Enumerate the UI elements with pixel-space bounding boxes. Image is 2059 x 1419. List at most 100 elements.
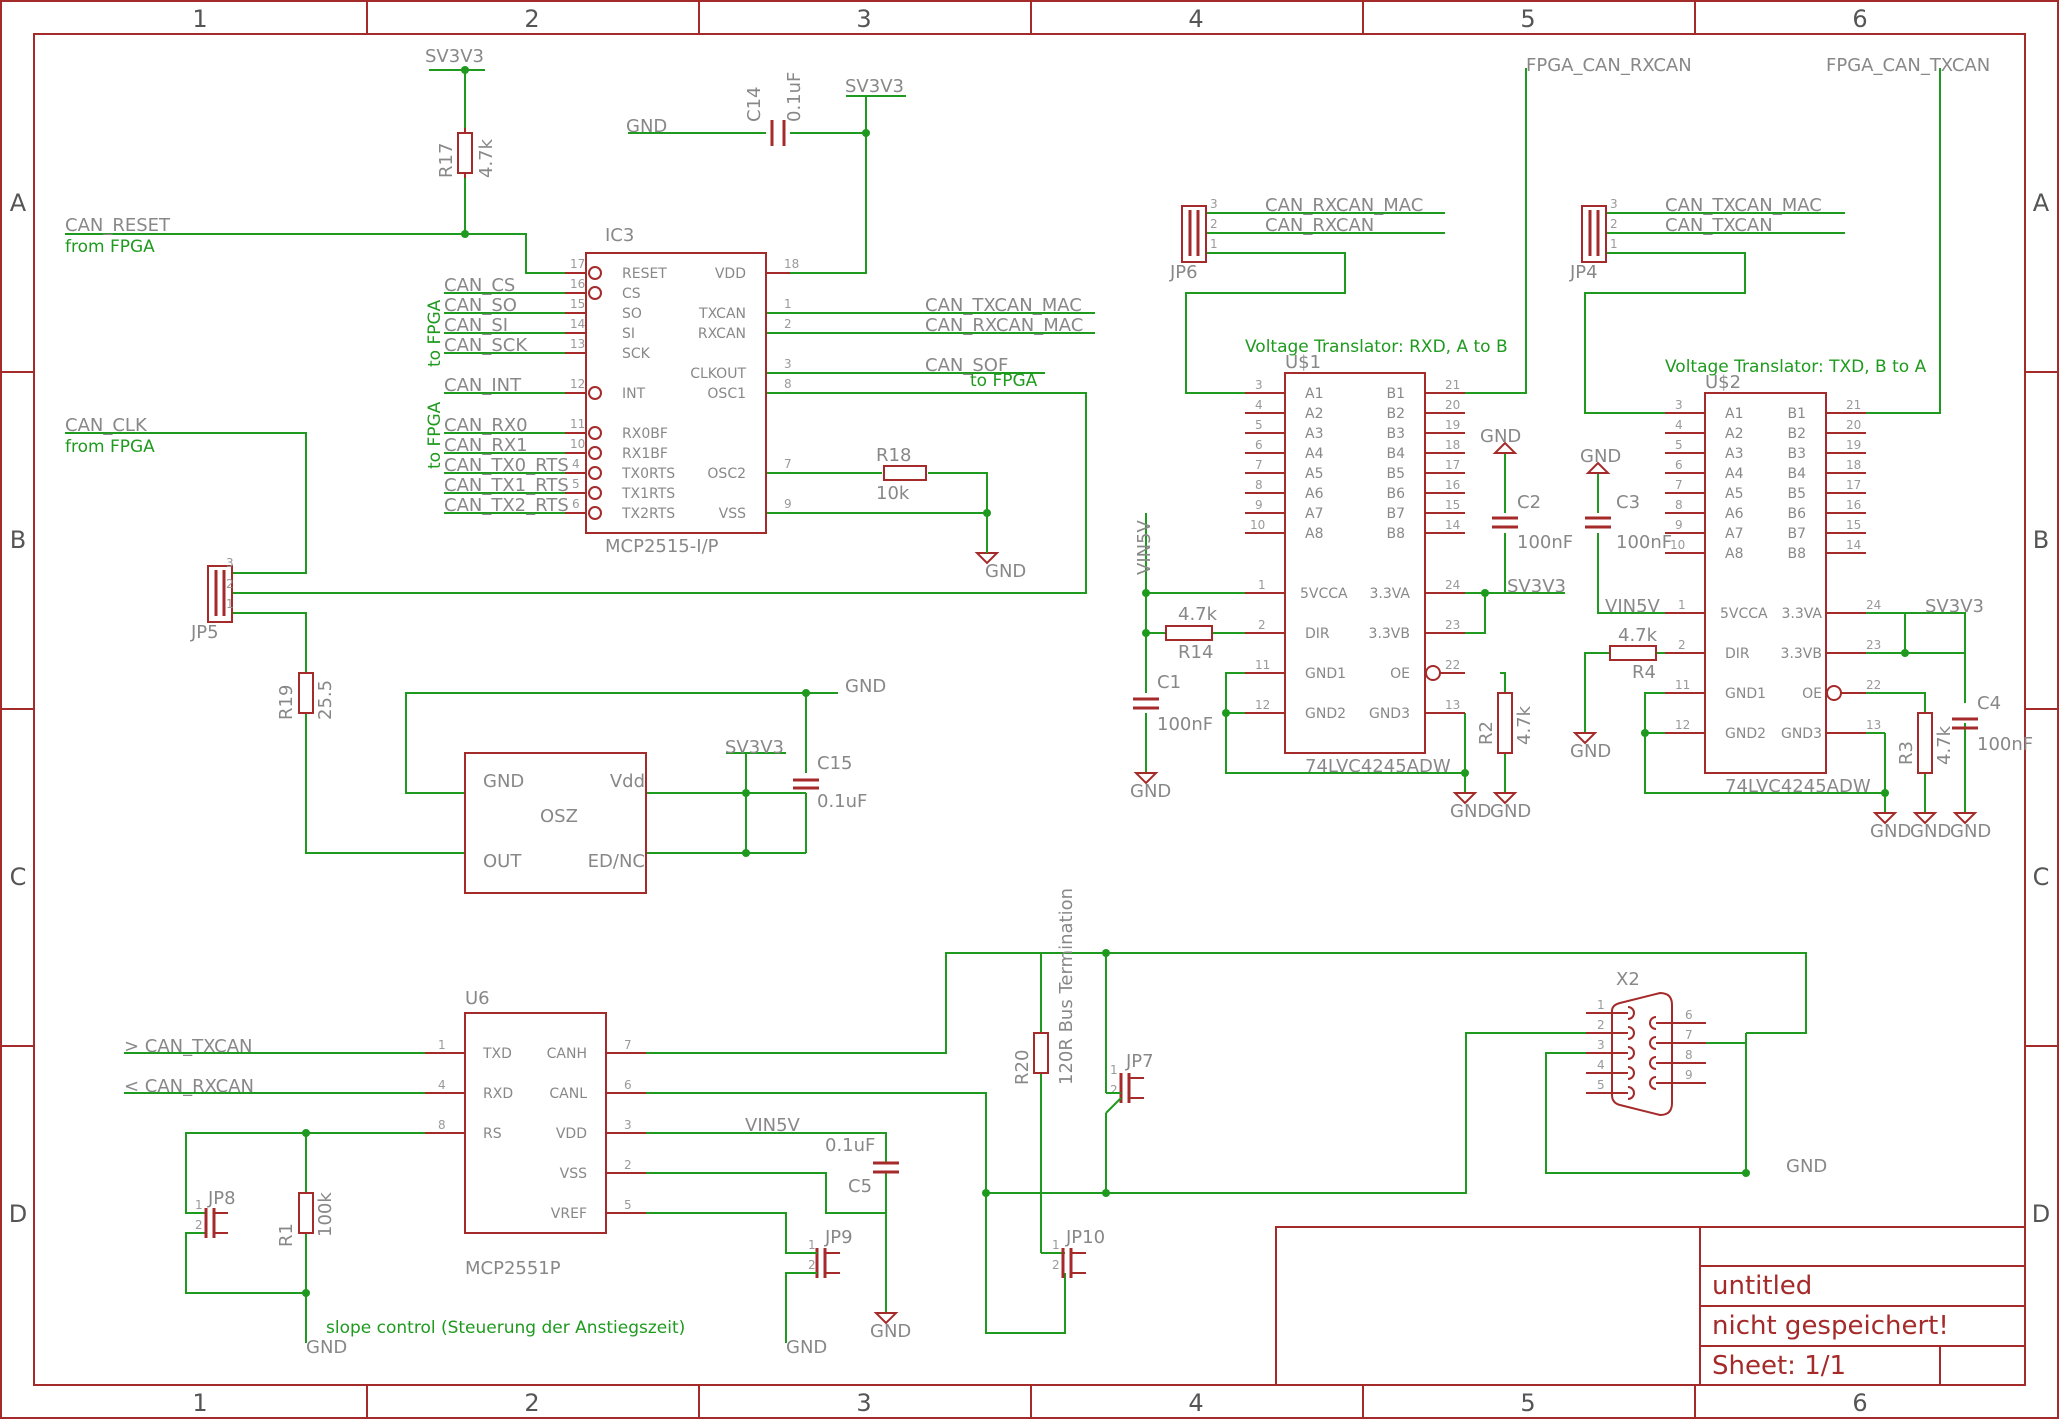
resistor-r2[interactable]: R2 4.7k xyxy=(1476,692,1535,754)
part-value: 0.1uF xyxy=(825,1135,875,1156)
pin-name: B6 xyxy=(1787,506,1806,522)
capacitor-c3[interactable]: C3 100nF xyxy=(1585,492,1672,553)
capacitor-c14[interactable]: C14 0.1uF xyxy=(744,72,805,146)
jumper-jp8[interactable]: 1 2 JP8 xyxy=(195,1188,236,1238)
u2-74lvc4245[interactable]: U$2 74LVC4245ADW A1 A2 A3 A4 A5 A6 A7 A8… xyxy=(1665,372,1881,797)
pin-name: A2 xyxy=(1725,426,1743,442)
net-label: > CAN_TXCAN xyxy=(124,1036,253,1057)
ic3-pin-num: 13 xyxy=(570,337,585,351)
pin-name: VDD xyxy=(556,1126,587,1142)
note: to FPGA xyxy=(970,371,1038,391)
pin-num: 23 xyxy=(1445,618,1460,632)
net-label: GND xyxy=(1910,821,1951,842)
ic3-pin-num: 14 xyxy=(570,317,585,331)
jumper-jp6[interactable]: 3 2 1 JP6 CAN_RXCAN_MAC CAN_RXCAN xyxy=(1169,195,1423,283)
jumper-jp5[interactable]: 3 2 1 JP5 xyxy=(190,556,234,643)
ic3-pin-num: 16 xyxy=(570,277,585,291)
row-label: D xyxy=(9,1200,27,1228)
pin-num: 4 xyxy=(1675,418,1683,432)
column-label: 2 xyxy=(524,1389,539,1417)
ic3-pin-name: VSS xyxy=(719,506,746,522)
pin-num: 2 xyxy=(624,1158,632,1172)
capacitor-c1[interactable]: C1 100nF xyxy=(1133,672,1213,735)
connector-x2-dsub9[interactable]: X2 1 2 3 4 5 6 7 8 9 xyxy=(1586,969,1706,1117)
pin-name: B3 xyxy=(1386,426,1405,442)
ic3-mcp2515[interactable]: IC3 MCP2515-I/P RESET CS SO SI SCK INT R… xyxy=(565,225,799,557)
net-label: CAN_INT xyxy=(444,375,522,396)
osz-pin: OUT xyxy=(483,851,522,872)
column-label: 1 xyxy=(192,5,207,33)
resistor-r18[interactable]: R18 10k xyxy=(876,445,927,504)
pin-name: A4 xyxy=(1305,446,1324,462)
ic3-pin-name: RXCAN xyxy=(698,326,746,342)
jumper-jp4[interactable]: 3 2 1 JP4 CAN_TXCAN_MAC CAN_TXCAN xyxy=(1569,195,1822,283)
resistor-r20[interactable]: R20 120R Bus Termination xyxy=(1012,888,1077,1085)
pin-num: 10 xyxy=(1670,538,1685,552)
pin-num: 7 xyxy=(1675,478,1683,492)
pin-num: 1 xyxy=(438,1038,446,1052)
resistor-r4[interactable]: 4.7k R4 xyxy=(1609,625,1658,683)
capacitor-c4[interactable]: C4 100nF xyxy=(1952,693,2033,755)
pin-name: B4 xyxy=(1386,446,1405,462)
resistor-r14[interactable]: 4.7k R14 xyxy=(1165,604,1218,663)
net-label: CAN_CS xyxy=(444,275,515,296)
pin-num: 8 xyxy=(1685,1048,1693,1062)
pin-name: RS xyxy=(483,1126,502,1142)
pin-num: 2 xyxy=(1597,1018,1605,1032)
ic3-pin-name: OSC2 xyxy=(707,466,746,482)
pin-name: DIR xyxy=(1725,646,1750,662)
net-label: CAN_CLK xyxy=(65,415,148,436)
net-label: CAN_TX1_RTS xyxy=(444,475,569,496)
pin-num: 9 xyxy=(1675,518,1683,532)
net-label: CAN_TX0_RTS xyxy=(444,455,569,476)
resistor-r1[interactable]: R1 100k xyxy=(276,1192,336,1247)
column-label: 5 xyxy=(1520,1389,1535,1417)
column-label: 2 xyxy=(524,5,539,33)
net-label: GND xyxy=(1570,741,1611,762)
part-name: C2 xyxy=(1517,492,1541,513)
pin-num: 1 xyxy=(1110,1063,1118,1077)
u6-mcp2551[interactable]: U6 MCP2551P TXD RXD RS 1 4 8 CANH CANL V… xyxy=(425,988,646,1279)
jumper-jp10[interactable]: 1 2 JP10 xyxy=(1052,1227,1105,1278)
u2-value: 74LVC4245ADW xyxy=(1725,776,1871,797)
u1-74lvc4245[interactable]: U$1 74LVC4245ADW A1 A2 A3 A4 A5 A6 A7 A8… xyxy=(1245,352,1465,777)
pin-num: 1 xyxy=(195,1198,203,1212)
net-label: CAN_TX2_RTS xyxy=(444,495,569,516)
pin-num: 3 xyxy=(226,556,234,570)
pin-name: B1 xyxy=(1386,386,1405,402)
pin-num: 17 xyxy=(1445,458,1460,472)
capacitor-c15[interactable]: C15 0.1uF xyxy=(793,753,867,812)
part-name: C14 xyxy=(744,87,765,122)
pin-name: A5 xyxy=(1305,466,1323,482)
pin-num: 2 xyxy=(1052,1258,1060,1272)
ic3-pin-name: INT xyxy=(622,386,646,402)
net-label: CAN_SI xyxy=(444,315,508,336)
oscillator-osz[interactable]: GND Vdd OSZ OUT ED/NC GND SV3V3 xyxy=(464,676,886,894)
resistor-r19[interactable]: R19 25.5 xyxy=(276,672,336,720)
part-value: 4.7k xyxy=(1178,604,1218,625)
pin-num: 1 xyxy=(1210,237,1218,251)
column-label: 3 xyxy=(856,5,871,33)
jumper-jp7[interactable]: 1 2 JP7 xyxy=(1110,1051,1154,1103)
pin-num: 24 xyxy=(1445,578,1460,592)
pin-num: 19 xyxy=(1445,418,1460,432)
pin-num: 5 xyxy=(1675,438,1683,452)
pin-num: 7 xyxy=(1685,1028,1693,1042)
pin-num: 18 xyxy=(1846,458,1861,472)
capacitor-c5[interactable]: 0.1uF C5 xyxy=(825,1135,899,1197)
pin-num: 6 xyxy=(1255,438,1263,452)
pin-num: 24 xyxy=(1866,598,1881,612)
pin-num: 4 xyxy=(1255,398,1263,412)
capacitor-c2[interactable]: C2 100nF xyxy=(1492,492,1573,553)
part-name: JP9 xyxy=(824,1227,853,1248)
resistor-r17[interactable]: R17 4.7k xyxy=(436,128,497,178)
resistor-r3[interactable]: R3 4.7k xyxy=(1896,712,1955,774)
pin-num: 8 xyxy=(1675,498,1683,512)
part-value: 100nF xyxy=(1977,734,2033,755)
net-label: CAN_RXCAN_MAC xyxy=(925,315,1083,336)
net-label: CAN_RXCAN_MAC xyxy=(1265,195,1423,216)
jumper-jp9[interactable]: 1 2 JP9 xyxy=(808,1227,853,1278)
net-label: CAN_TXCAN_MAC xyxy=(925,295,1082,316)
row-label: B xyxy=(10,526,26,554)
pin-num: 4 xyxy=(1597,1058,1605,1072)
